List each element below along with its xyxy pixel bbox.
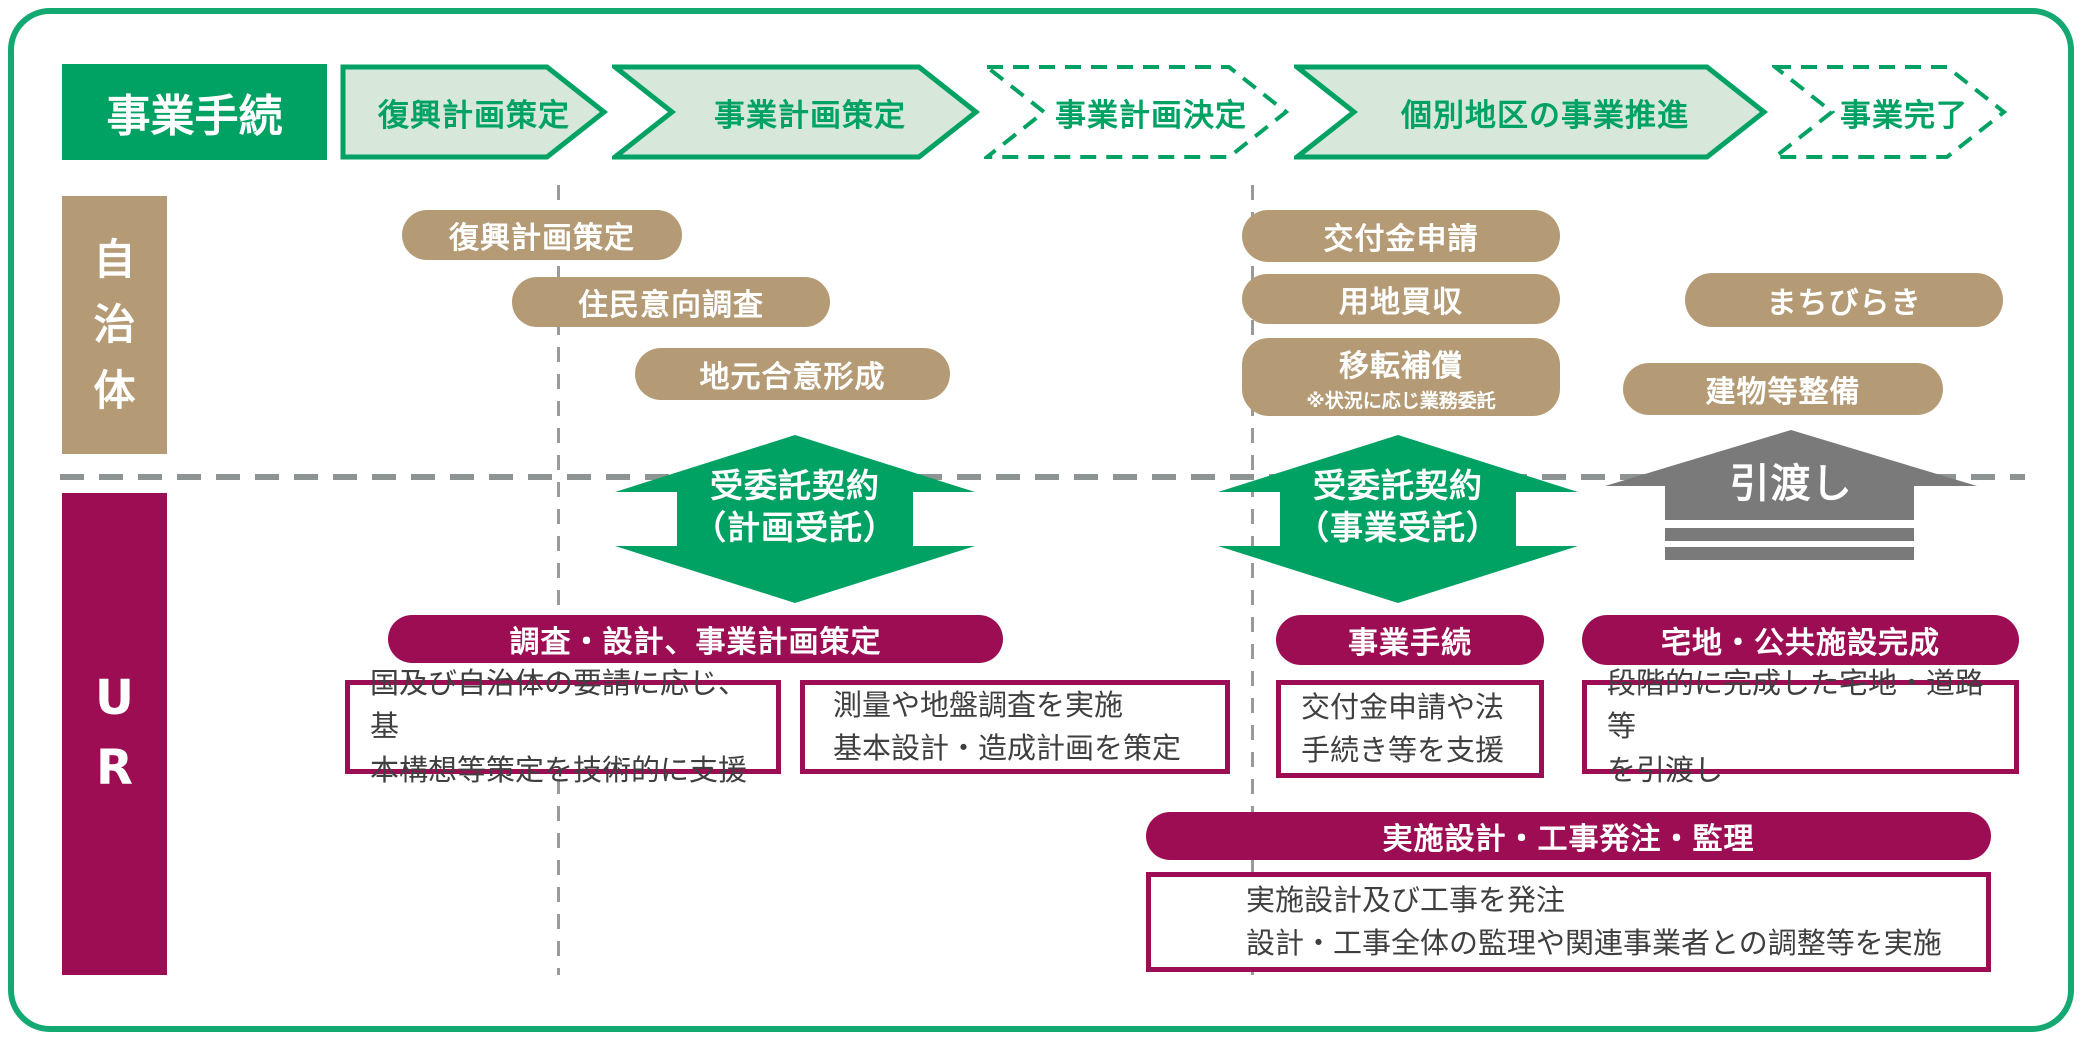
lane-divider-dashed-line	[60, 474, 2025, 480]
gov-task-ikou: 住民意向調査	[512, 277, 830, 327]
contract-arrow-business-label: 受委託契約 （事業受託）	[1296, 466, 1500, 548]
chevron-step-2-label: 事業計画策定	[714, 97, 906, 134]
lane-label-ur: U R	[62, 493, 167, 975]
chevron-shape-icon	[1294, 64, 1768, 160]
gov-task-machibiraki: まちびらき	[1685, 273, 2003, 327]
contract-arrow-plan-label: 受委託契約 （計画受託）	[693, 466, 897, 548]
gov-task-youchi: 用地買収	[1242, 274, 1560, 324]
chevron-step-4-label: 個別地区の事業推進	[1401, 97, 1689, 134]
chevron-step-1: 復興計画策定	[340, 64, 608, 160]
ur-pill-takuchi: 宅地・公共施設完成	[1582, 615, 2019, 665]
ur-box-construction-desc: 実施設計及び工事を発注 設計・工事全体の監理や関連事業者との調整等を実施	[1146, 872, 1991, 972]
ur-box-support-planning: 国及び自治体の要請に応じ、基 本構想等策定を技術的に支援	[345, 666, 781, 787]
chevron-step-5-label: 事業完了	[1840, 97, 1968, 134]
lane-label-government: 自 治 体	[62, 196, 167, 454]
page-title: 事業手続	[62, 64, 327, 160]
gov-task-iten-label: 移転補償	[1339, 349, 1463, 384]
ur-pill-tetsuzuki: 事業手続	[1276, 615, 1544, 665]
chevron-step-5: 事業完了	[1772, 64, 2008, 160]
up-arrow-icon	[1605, 430, 1977, 560]
chevron-shape-icon	[984, 65, 1290, 159]
chevron-shape-icon	[612, 64, 980, 160]
chevron-step-3: 事業計画決定	[984, 64, 1290, 160]
handover-arrow-label: 引渡し	[1729, 461, 1853, 507]
two-way-arrow-icon	[615, 435, 975, 603]
gov-task-tatemono: 建物等整備	[1623, 363, 1943, 415]
contract-arrow-plan: 受委託契約 （計画受託）	[615, 435, 975, 603]
gov-task-koufukin: 交付金申請	[1242, 210, 1560, 262]
chevron-step-4: 個別地区の事業推進	[1294, 64, 1768, 160]
gov-task-iten-note: ※状況に応じ業務委託	[1306, 390, 1496, 412]
gov-task-iten: 移転補償 ※状況に応じ業務委託	[1242, 338, 1560, 416]
contract-arrow-business: 受委託契約 （事業受託）	[1218, 435, 1578, 603]
phase-divider-left-dashed-line	[557, 185, 560, 975]
handover-arrow: 引渡し	[1605, 428, 1977, 560]
ur-box-survey-design: 測量や地盤調査を実施 基本設計・造成計画を策定	[800, 680, 1230, 774]
chevron-shape-icon	[1772, 65, 2008, 159]
gov-task-fukkou: 復興計画策定	[402, 210, 682, 260]
two-way-arrow-icon	[1218, 435, 1578, 603]
ur-box-handover-desc: 段階的に完成した宅地・道路等 を引渡し	[1582, 666, 2019, 787]
chevron-step-2: 事業計画策定	[612, 64, 980, 160]
ur-pill-jisshi: 実施設計・工事発注・監理	[1146, 812, 1991, 860]
chevron-shape-icon	[340, 64, 608, 160]
ur-box-procedure-support: 交付金申請や法 手続き等を支援	[1276, 680, 1544, 778]
ur-pill-chousa: 調査・設計、事業計画策定	[388, 615, 1003, 663]
chevron-step-3-label: 事業計画決定	[1055, 97, 1247, 134]
phase-divider-right-dashed-line	[1251, 185, 1254, 975]
chevron-step-1-label: 復興計画策定	[378, 97, 570, 134]
gov-task-goui: 地元合意形成	[635, 348, 950, 400]
